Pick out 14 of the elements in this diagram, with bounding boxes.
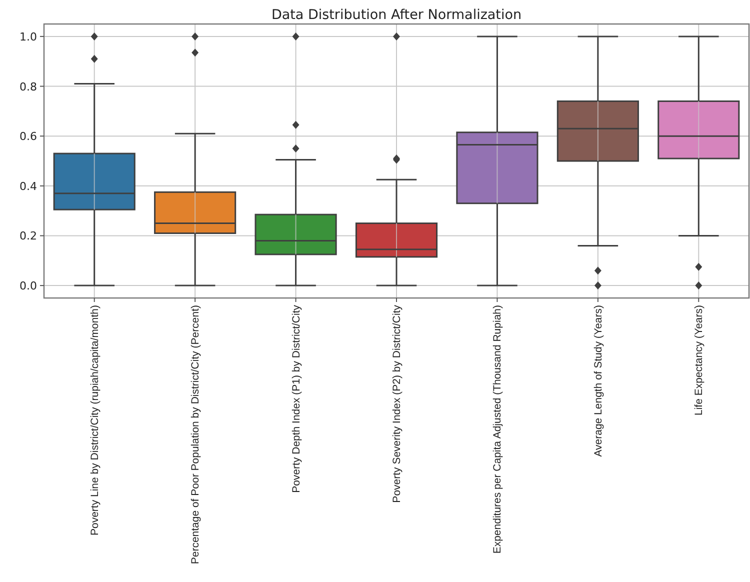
axis-tick-label: 0.4 (20, 180, 37, 193)
axis-tick-label: 0.6 (20, 130, 37, 144)
axis-tick-label: 1.0 (20, 30, 37, 44)
chart-title: Data Distribution After Normalization (271, 7, 522, 23)
axis-category-label: Poverty Line by District/City (rupiah/capita/month) (88, 305, 101, 536)
axis-category-label: Poverty Severity Index (P2) by District/City (391, 305, 403, 503)
axis-category-label: Percentage of Poor Population by District/City (Percent) (190, 305, 202, 564)
axis-tick-label: 0.8 (20, 80, 37, 94)
axis-category-label: Expenditures per Capita Adjusted (Thousand Rupiah) (492, 305, 504, 554)
axis-category-label: Average Length of Study (Years) (592, 305, 604, 457)
axis-tick-label: 0.2 (20, 230, 37, 243)
axis-category-label: Life Expectancy (Years) (693, 305, 706, 416)
axis-tick-label: 0.0 (20, 280, 37, 293)
axis-category-label: Poverty Depth Index (P1) by District/City (290, 305, 302, 493)
